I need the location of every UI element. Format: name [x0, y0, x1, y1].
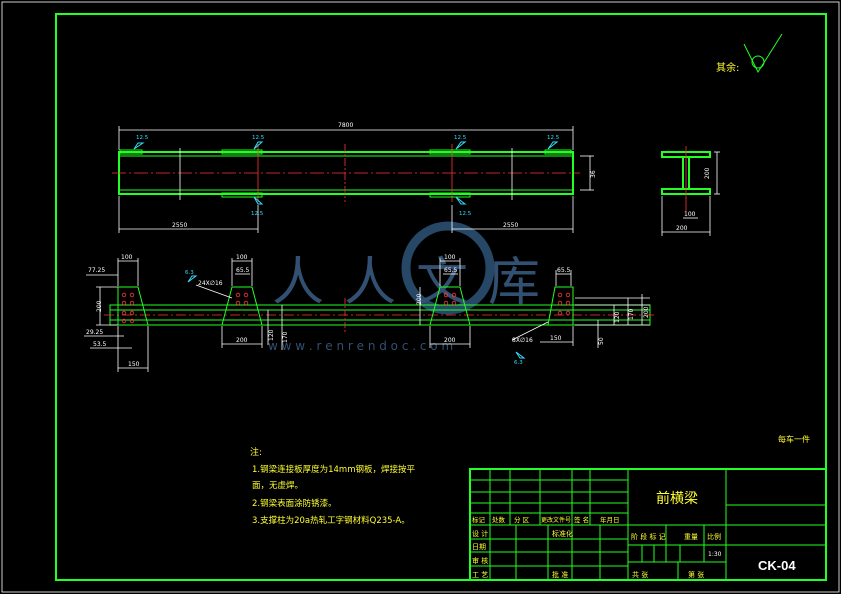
- left-label: 日期: [472, 543, 486, 551]
- plan-weld-right: 6.3: [514, 360, 523, 366]
- plan-dim-left-a: 77.25: [88, 267, 105, 274]
- watermark-url: w w w . r e n r e n d o c . c o m: [268, 339, 453, 353]
- technical-notes: 注: 1.钢梁连接板厚度为14mm钢板，焊接按平 面，无虚焊。 2.钢梁表面涂防…: [250, 446, 415, 526]
- scale-value: 1:30: [708, 551, 722, 558]
- plan-hole-left: 24X∅16: [198, 280, 223, 287]
- weld-label: 12.5: [454, 135, 467, 141]
- dim-right-span: 2550: [503, 222, 518, 229]
- weld-label: 12.5: [459, 211, 472, 217]
- bolt-holes: [121, 292, 571, 324]
- roughness-label: 其余:: [716, 61, 739, 74]
- dim-height: 36: [590, 170, 597, 178]
- row-label: 处数: [492, 515, 506, 524]
- weld-symbols: 12.5 12.5 12.5 12.5 12.5 12.5: [133, 135, 560, 217]
- plan-dim-top: 100: [444, 254, 456, 261]
- row-label: 标记: [472, 515, 486, 524]
- sheet-total: 共 张: [632, 570, 648, 579]
- stage-label: 重量: [684, 533, 698, 541]
- left-label: 工 艺: [472, 571, 488, 579]
- section-dim-height: 200: [704, 167, 711, 179]
- drawing-number: CK-04: [758, 558, 796, 573]
- note-line: 3.支撑柱为20a热轧工字钢材料Q235-A。: [252, 515, 410, 526]
- watermark-brand: 人人文库: [272, 253, 560, 313]
- notes-title: 注:: [250, 446, 262, 458]
- plan-hole-right: 8X∅16: [512, 337, 533, 344]
- watermark: 人人文库 w w w . r e n r e n d o c . c o m: [268, 221, 560, 353]
- plan-dim-height: 200: [96, 300, 103, 312]
- plan-weld-left: 6.3: [185, 270, 194, 276]
- note-line: 1.钢梁连接板厚度为14mm钢板，焊接按平: [252, 464, 415, 475]
- sheet-index: 第 张: [688, 570, 704, 579]
- plan-dim-top: 100: [121, 254, 133, 261]
- quantity-note: 每车一件: [778, 434, 810, 444]
- plan-dim-right-a: 150: [550, 335, 562, 342]
- weld-label: 12.5: [547, 135, 560, 141]
- stage-label: 比例: [707, 532, 721, 541]
- plan-dim-mid-b: 120: [268, 329, 275, 341]
- dim-left-span: 2550: [172, 222, 187, 229]
- elevation-view: 12.5 12.5 12.5 12.5 12.5 12.5 7800 2550 …: [112, 122, 597, 233]
- plan-dim-right-b: 50: [598, 337, 605, 345]
- weld-label: 12.5: [136, 135, 149, 141]
- row-label: 更改文件号: [541, 516, 571, 524]
- stage-label: 阶 段 标 记: [631, 532, 666, 541]
- plan-dim-right-e: 200: [643, 306, 650, 318]
- plan-dim-left-c: 53.5: [93, 341, 107, 348]
- weld-label: 12.5: [252, 135, 265, 141]
- dim-total-length: 7800: [338, 122, 353, 129]
- plan-dim-mid-d: 200: [416, 293, 423, 305]
- plan-dim-left-b: 29.25: [86, 329, 103, 336]
- mid-label: 标准化: [552, 529, 573, 538]
- drawing-name: 前横梁: [656, 490, 698, 507]
- plan-dim-mid-a: 200: [236, 337, 248, 344]
- section-dim-flange: 200: [676, 225, 688, 232]
- roughness-symbol-icon: [743, 33, 783, 74]
- plan-dim-top: 100: [236, 254, 248, 261]
- row-label: 签 名: [574, 515, 589, 524]
- plan-dim-right-c: 120: [614, 311, 621, 323]
- left-label: 设 计: [472, 529, 488, 538]
- plan-dim-left-d: 150: [128, 361, 140, 368]
- plan-dim-right-d: 170: [628, 308, 635, 320]
- weld-label: 12.5: [251, 211, 264, 217]
- row-label: 分 区: [514, 515, 530, 524]
- plan-dim-top2: 65.5: [236, 267, 250, 274]
- mid-label: 批 准: [552, 570, 568, 579]
- row-label: 年月日: [600, 515, 620, 524]
- note-line: 面，无虚焊。: [252, 480, 303, 491]
- section-dim-web: 100: [684, 211, 696, 218]
- plan-view: 100 100 100 65.5 65.5 65.5 6.3 24X∅16 6.…: [84, 254, 656, 372]
- left-label: 审 核: [472, 556, 488, 565]
- note-line: 2.钢梁表面涂防锈漆。: [252, 498, 337, 509]
- plan-dim-mid-a: 200: [444, 337, 456, 344]
- drawing-frame: [55, 13, 827, 581]
- title-block: 标记 处数 分 区 更改文件号 签 名 年月日 设 计 日期 审 核 工 艺 标…: [469, 468, 827, 581]
- plan-dim-top2: 65.5: [444, 267, 458, 274]
- plan-dim-mid-c: 170: [282, 331, 289, 343]
- plan-dim-top2: 65.5: [557, 267, 571, 274]
- section-view: 200 100 200: [661, 146, 720, 236]
